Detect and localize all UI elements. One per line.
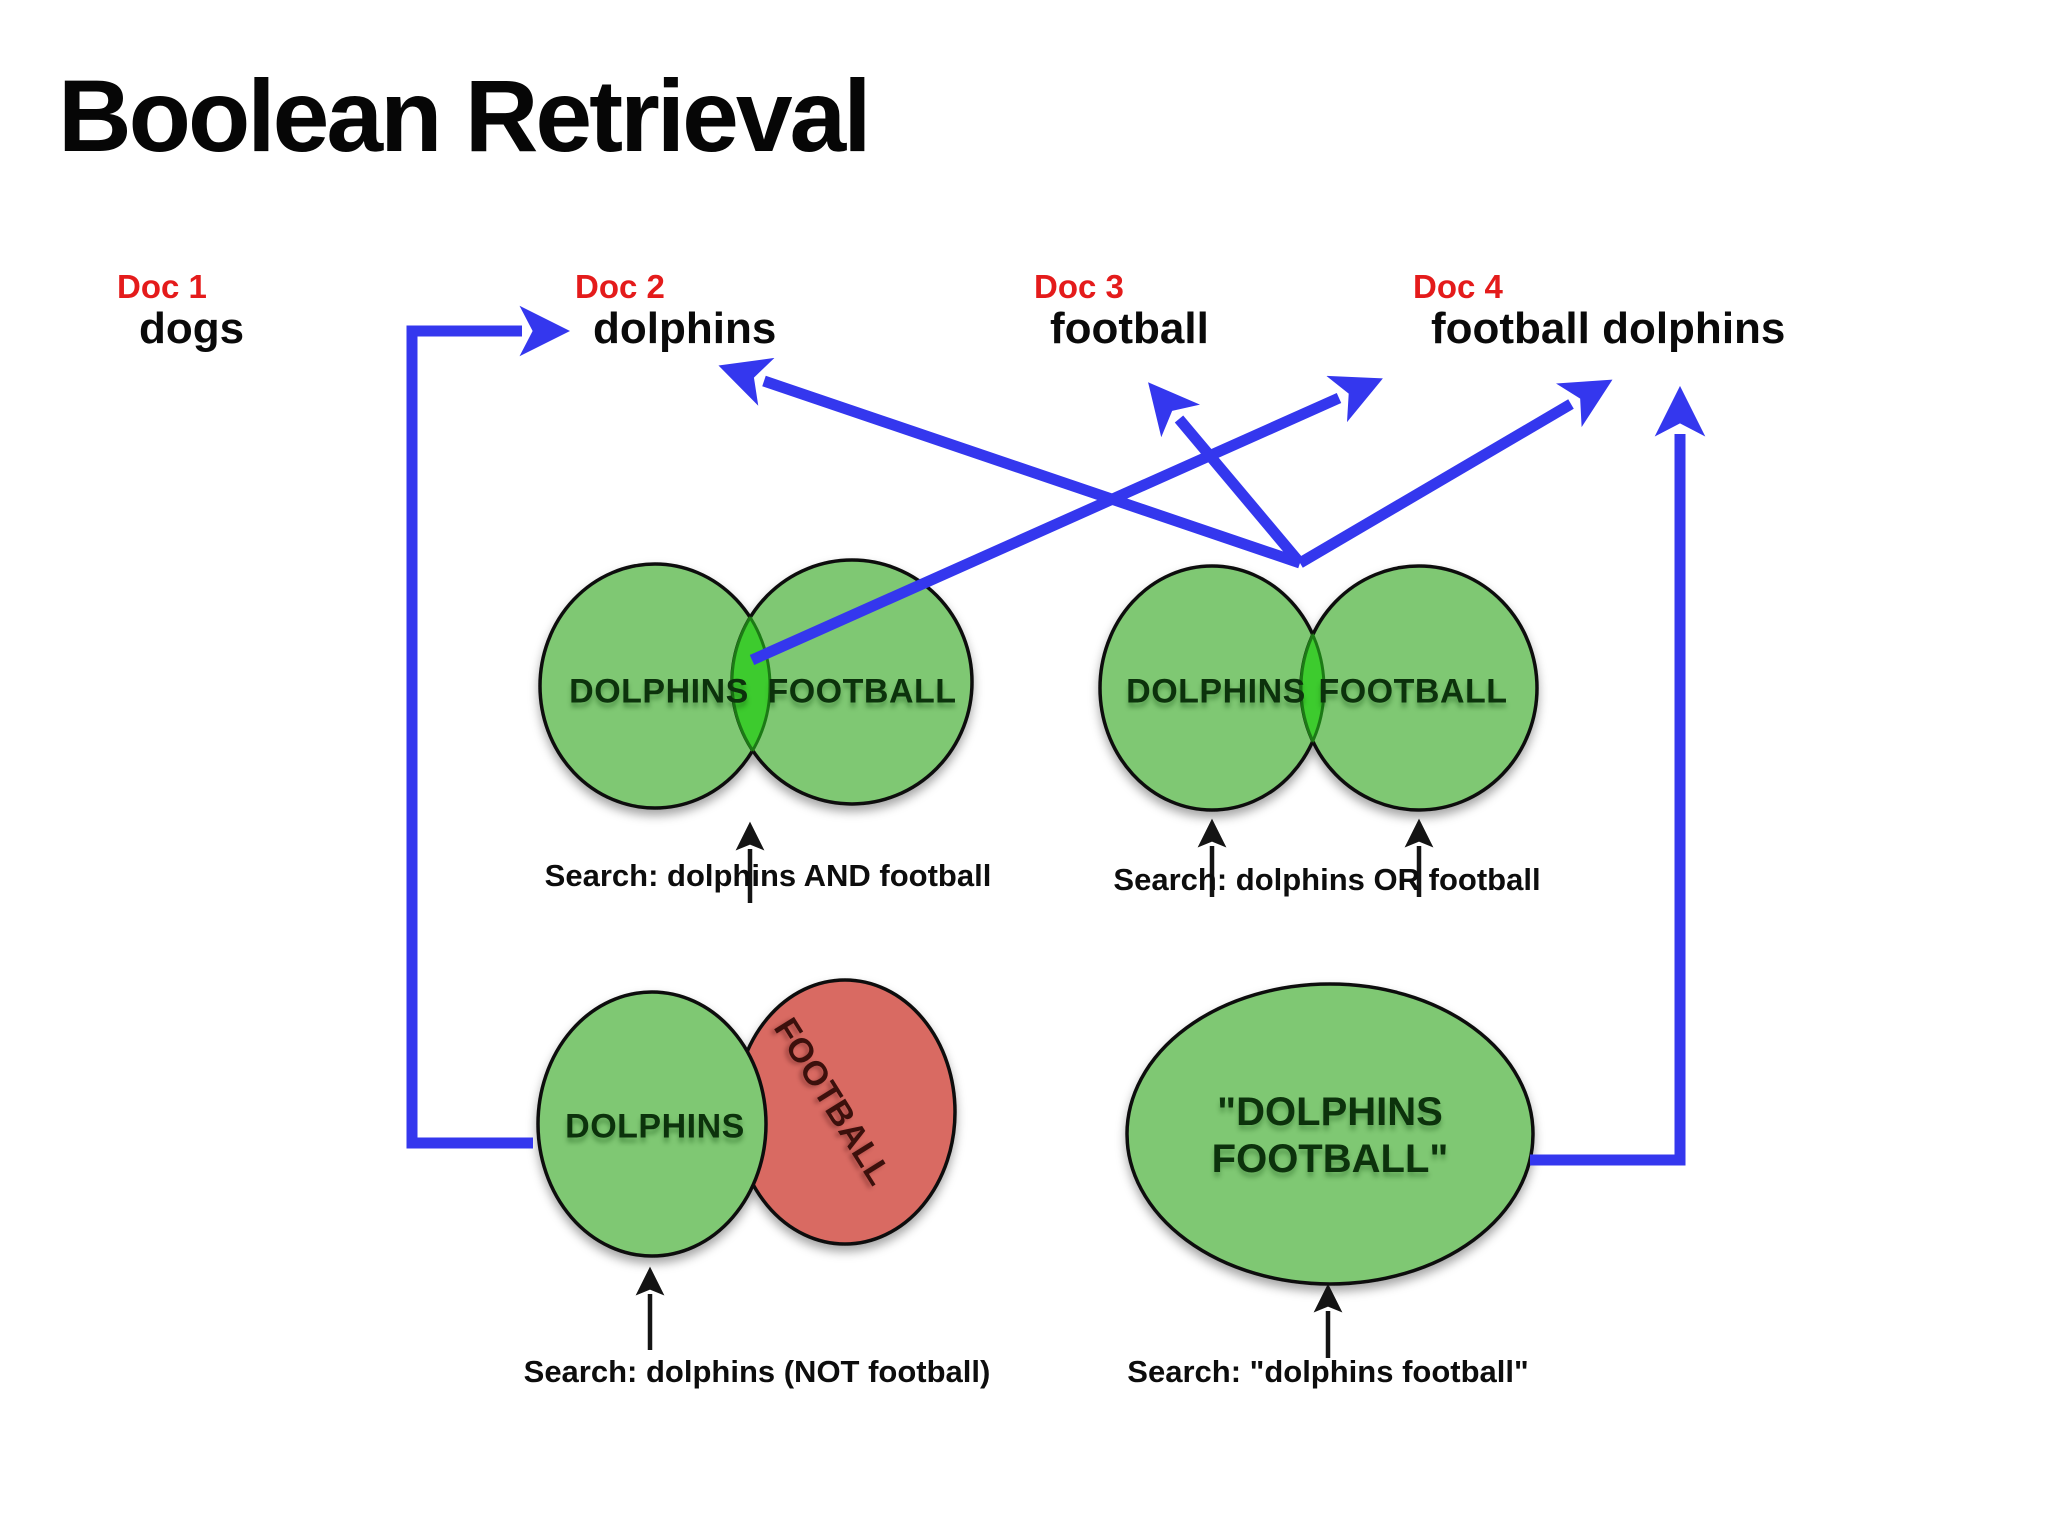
- caption-pointers: [635, 818, 1434, 1358]
- or-intersection-lens: [1299, 566, 1324, 810]
- doc1-content: dogs: [139, 304, 245, 353]
- caption-phrase: Search: "dolphins football": [1127, 1354, 1529, 1389]
- or-intersection-edge: [1301, 566, 1326, 810]
- arrow-and-to-doc4: [749, 375, 1383, 666]
- doc4-id: Doc 4: [1413, 268, 1503, 305]
- not-dolphins-circle: [536, 990, 768, 1258]
- caption-and: Search: dolphins AND football: [544, 858, 992, 893]
- caption-not: Search: dolphins (NOT football): [523, 1354, 991, 1389]
- doc3-id: Doc 3: [1034, 268, 1124, 305]
- phrase-line2: FOOTBALL": [1211, 1137, 1449, 1181]
- arrow-phrase-to-doc4: [1530, 385, 1706, 1166]
- venn-and: [538, 558, 974, 810]
- doc2-id: Doc 2: [575, 268, 665, 305]
- phrase-query-label: "DOLPHINS FOOTBALL": [1212, 1089, 1449, 1183]
- doc2-content: dolphins: [593, 304, 777, 353]
- document-4: Doc 4 football dolphins: [1413, 270, 1785, 351]
- document-1: Doc 1 dogs: [117, 270, 244, 351]
- doc1-id: Doc 1: [117, 268, 207, 305]
- result-arrows: [406, 305, 1706, 1166]
- doc4-content: football dolphins: [1431, 304, 1786, 353]
- not-dolphins-label: DOLPHINS: [565, 1107, 745, 1146]
- doc3-content: football: [1050, 304, 1209, 353]
- venn-or: [1098, 564, 1539, 812]
- document-2: Doc 2 dolphins: [575, 270, 776, 351]
- and-dolphins-label: DOLPHINS: [569, 672, 749, 711]
- arrow-or-to-doc3: [1148, 382, 1305, 567]
- arrow-or-to-doc2: [718, 357, 1302, 569]
- arrow-not-to-doc2: [406, 305, 571, 1149]
- venn-not: [536, 978, 957, 1258]
- document-3: Doc 3 football: [1034, 270, 1209, 351]
- and-football-label: FOOTBALL: [767, 672, 957, 711]
- arrow-or-to-doc4: [1297, 379, 1613, 568]
- caption-or: Search: dolphins OR football: [1113, 862, 1541, 897]
- page-title: Boolean Retrieval: [58, 59, 872, 173]
- or-dolphins-label: DOLPHINS: [1126, 672, 1306, 711]
- and-intersection-edge: [732, 562, 772, 804]
- phrase-line1: "DOLPHINS: [1217, 1089, 1443, 1134]
- and-intersection-lens: [730, 564, 770, 806]
- or-football-label: FOOTBALL: [1318, 672, 1508, 711]
